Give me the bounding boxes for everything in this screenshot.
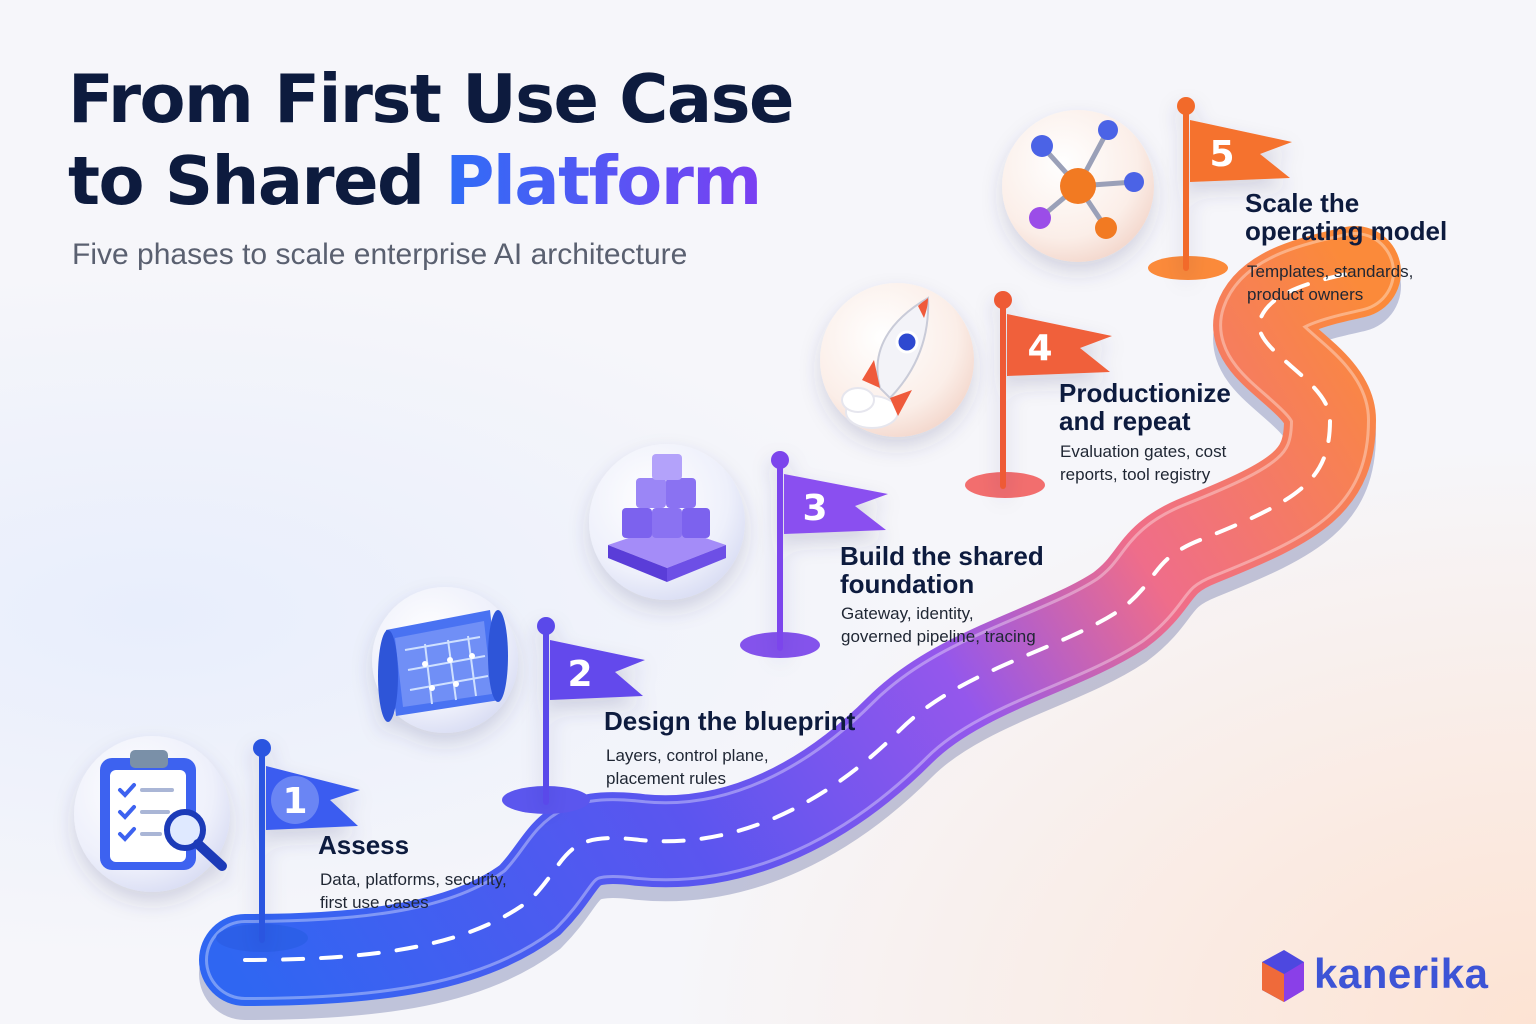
step-3-desc-line-1: Gateway, identity, (841, 604, 974, 623)
clipboard-magnifier-icon (74, 736, 230, 892)
step-1-desc-line-2: first use cases (320, 893, 429, 912)
page-subtitle: Five phases to scale enterprise AI archi… (72, 238, 688, 271)
step-1-title: Assess (318, 830, 410, 860)
step-5-desc-line-1: Templates, standards, (1247, 262, 1414, 281)
rocket-icon (820, 283, 974, 437)
step-3-description: Gateway, identity, governed pipeline, tr… (841, 602, 1036, 648)
step-2-desc-line-1: Layers, control plane, (606, 746, 769, 765)
step-4-title-line-1: Productionize (1059, 378, 1231, 408)
step-3-title-line-2: foundation (840, 569, 975, 599)
flag-step-1: 1 (253, 739, 360, 943)
stacked-cubes-icon (589, 444, 745, 600)
flag-number-3: 3 (802, 488, 827, 529)
flag-number-2: 2 (567, 654, 592, 695)
step-1-description: Data, platforms, security, first use cas… (320, 868, 507, 914)
step-5-description: Templates, standards, product owners (1247, 260, 1413, 306)
page-title: From First Use Case to Shared Platform (68, 58, 794, 222)
step-1-desc-line-1: Data, platforms, security, (320, 870, 507, 889)
step-3-title: Build the shared foundation (840, 542, 1044, 598)
flag-step-3: 3 (771, 451, 888, 651)
step-4-desc-line-2: reports, tool registry (1060, 465, 1211, 484)
step-5-title: Scale the operating model (1245, 189, 1447, 245)
step-3-desc-line-2: governed pipeline, tracing (841, 627, 1036, 646)
step-4-title-line-2: and repeat (1059, 406, 1191, 436)
step-5-title-line-1: Scale the (1245, 188, 1360, 218)
step-5-title-line-2: operating model (1245, 216, 1448, 246)
flag-number-1: 1 (282, 781, 307, 822)
blueprint-scroll-icon (372, 587, 518, 733)
flag-step-4: 4 (994, 291, 1112, 489)
step-4-desc-line-1: Evaluation gates, cost (1060, 442, 1227, 461)
title-accent-word: Platform (445, 142, 762, 220)
step-3-title-line-1: Build the shared (840, 541, 1044, 571)
flag-step-2: 2 (537, 617, 645, 805)
flag-number-4: 4 (1027, 328, 1052, 369)
network-nodes-icon (1002, 110, 1154, 262)
step-2-title: Design the blueprint (604, 706, 856, 736)
step-4-title: Productionize and repeat (1059, 379, 1231, 435)
step-2-description: Layers, control plane, placement rules (606, 744, 769, 790)
winding-road (199, 226, 1401, 1020)
step-5-desc-line-2: product owners (1247, 285, 1364, 304)
step-4-description: Evaluation gates, cost reports, tool reg… (1060, 440, 1226, 486)
flag-number-5: 5 (1209, 134, 1234, 175)
title-line-2: to Shared Platform (68, 140, 793, 222)
flag-step-5: 5 (1177, 97, 1292, 271)
brand-logo: kanerika (1314, 950, 1488, 998)
title-line-1: From First Use Case (68, 60, 794, 138)
title-line-2-text: to Shared (68, 142, 446, 220)
kanerika-logo-icon (1262, 950, 1304, 1002)
brand-name: kanerika (1314, 950, 1489, 997)
step-2-desc-line-2: placement rules (606, 769, 727, 788)
